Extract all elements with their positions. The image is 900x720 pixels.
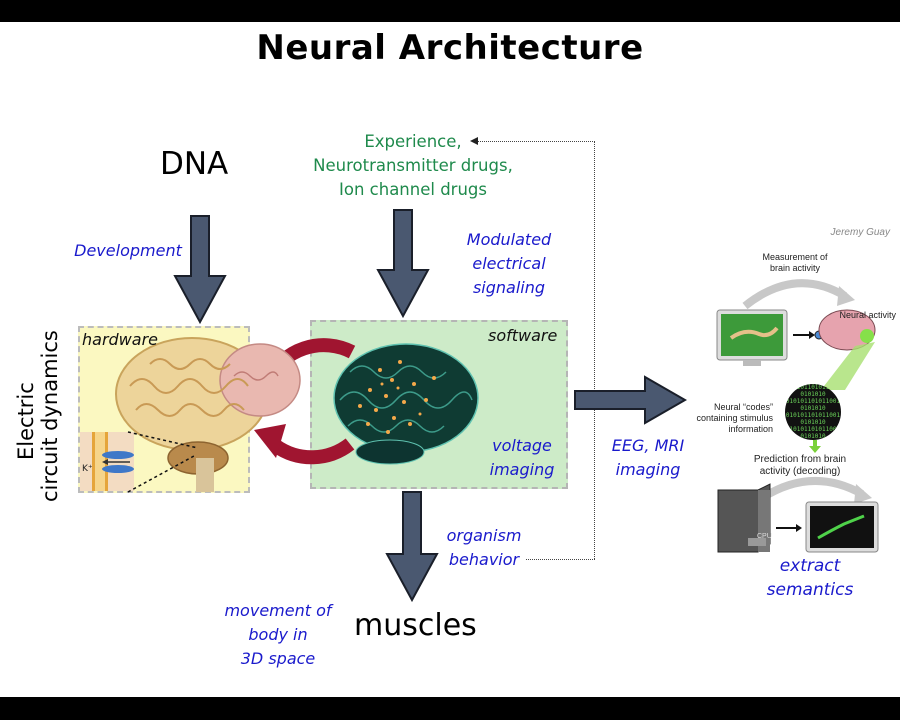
voltage-imaging-line-2: imaging xyxy=(489,460,555,479)
prediction-line-2: activity (decoding) xyxy=(759,466,841,477)
extract-semantics-label: extract semantics xyxy=(752,554,868,602)
measurement-line-1: Measurement of xyxy=(762,252,828,262)
software-label: software xyxy=(488,326,558,345)
organism-behavior-label: organism behavior xyxy=(440,524,528,572)
measurement-label: Measurement of brain activity xyxy=(745,252,845,274)
prediction-label: Prediction from brain activity (decoding… xyxy=(735,454,865,478)
neural-codes-binary-icon: 0101011010110010101010 01010110101100101… xyxy=(785,384,841,440)
codes-line-1: Neural “codes” xyxy=(713,402,773,412)
potassium-ion-label: K⁺ xyxy=(82,464,93,474)
binary-line-1: 0101011010110010101010 xyxy=(785,384,841,398)
slide: Neural Architecture DNA Experience, Neur… xyxy=(0,22,900,697)
eeg-line-1: EEG, MRI xyxy=(611,436,685,455)
prediction-line-1: Prediction from brain xyxy=(753,454,847,465)
side-label-line-1: Electric xyxy=(14,382,38,460)
movement-line-1: movement of xyxy=(224,601,332,620)
binary-line-3: 0101011010110010101010 xyxy=(785,412,841,426)
ion-channel-icon xyxy=(92,432,134,491)
input-neurotransmitter-drugs: Neurotransmitter drugs, xyxy=(313,156,513,175)
anatomical-brain-image xyxy=(115,337,301,492)
feedback-line-bottom xyxy=(526,559,595,560)
modulated-label: Modulated electrical signaling xyxy=(436,228,582,300)
zoom-lines-icon xyxy=(127,431,199,493)
organism-line-1: organism xyxy=(446,526,522,545)
dna-label: DNA xyxy=(160,146,229,182)
measurement-diagram-icon xyxy=(716,279,876,390)
extract-line-2: semantics xyxy=(766,580,854,600)
glowing-brain-image xyxy=(333,343,479,465)
electric-circuit-dynamics-label: Electric circuit dynamics xyxy=(14,322,64,512)
movement-label: movement of body in 3D space xyxy=(216,599,340,671)
image-credit: Jeremy Guay xyxy=(830,227,890,238)
decoding-figure: Jeremy Guay Measurement of brain activit… xyxy=(696,222,900,552)
feedback-line-vertical xyxy=(594,141,595,559)
voltage-imaging-label: voltage imaging xyxy=(486,434,558,482)
eeg-mri-label: EEG, MRI imaging xyxy=(600,434,696,482)
eeg-line-2: imaging xyxy=(615,460,681,479)
extract-line-1: extract xyxy=(779,556,841,576)
binary-line-2: 0101011010110010101010 xyxy=(785,398,841,412)
neural-codes-label: Neural “codes” containing stimulus infor… xyxy=(695,402,773,435)
input-ion-channel-drugs: Ion channel drugs xyxy=(339,180,487,199)
modulated-line-2: electrical signaling xyxy=(472,254,546,297)
feedback-arrowhead-icon xyxy=(470,137,478,145)
movement-line-2: body in xyxy=(248,625,308,644)
decoding-diagram-icon xyxy=(717,476,879,553)
movement-line-3: 3D space xyxy=(240,649,316,668)
modulation-arrow-icon xyxy=(376,209,430,319)
voltage-imaging-line-1: voltage xyxy=(492,436,552,455)
codes-line-3: information xyxy=(728,424,773,434)
cpu-label: CPU xyxy=(757,533,772,540)
slide-title: Neural Architecture xyxy=(256,28,644,68)
organism-line-2: behavior xyxy=(448,550,520,569)
input-experience: Experience, xyxy=(364,132,462,151)
feedback-line-top xyxy=(478,141,595,142)
codes-line-2: containing stimulus xyxy=(696,413,773,423)
side-label-line-2: circuit dynamics xyxy=(38,330,62,502)
behavior-arrow-icon xyxy=(385,491,439,603)
green-down-arrow-icon xyxy=(809,440,821,453)
modulated-line-1: Modulated xyxy=(466,230,552,249)
inputs-label: Experience, Neurotransmitter drugs, Ion … xyxy=(290,130,536,202)
ion-channel-inset: K⁺ xyxy=(80,432,134,491)
measurement-line-2: brain activity xyxy=(769,263,821,273)
imaging-arrow-icon xyxy=(574,375,688,425)
development-label: Development xyxy=(74,241,182,260)
hardware-label: hardware xyxy=(82,330,158,349)
development-arrow-icon xyxy=(173,215,227,325)
binary-line-4: 0101011010110010101010 xyxy=(785,426,841,440)
muscles-label: muscles xyxy=(354,608,477,643)
neural-activity-label: Neural activity xyxy=(839,310,896,320)
